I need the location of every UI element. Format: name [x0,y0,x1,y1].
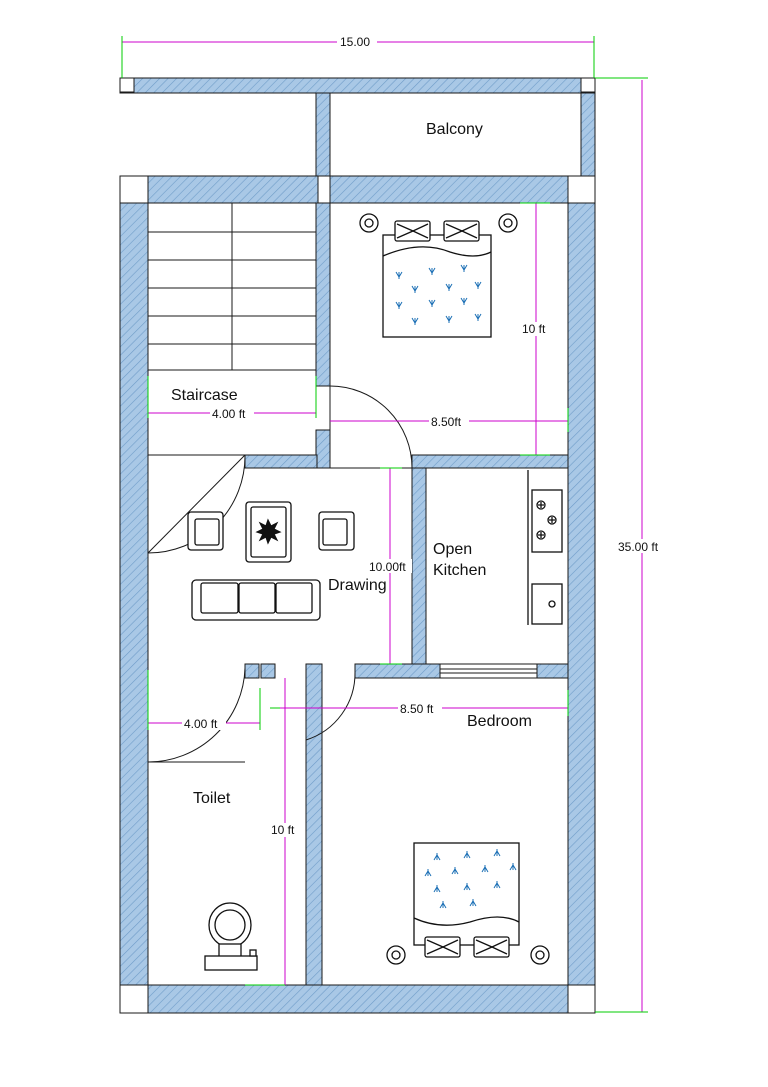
doors [147,385,413,763]
wall-kitchen-bottom [536,663,569,679]
wall-drawing-bottom-1 [244,663,260,679]
staircase [148,203,316,456]
dim-bottom-bedroom-width: 8.50 ft [400,702,434,716]
wall-toilet-bedroom [305,663,323,986]
toilet-icon [204,902,258,971]
kitchen-fixtures [527,470,563,625]
corner-post-bl [119,984,149,1014]
dim-top-bedroom-height: 10 ft [522,322,546,336]
label-balcony: Balcony [426,121,483,138]
flower-icon [255,518,282,545]
wall-drawing-top [244,454,318,469]
label-bedroom: Bedroom [467,713,532,730]
door-top-bedroom-swing [329,385,413,469]
wall-drawing-kitchen [411,467,427,665]
wall-stair-partition-low [315,429,331,469]
corner-post-ul [119,175,149,204]
dim-toilet-width: 4.00 ft [184,717,218,731]
wall-balcony-divider [315,92,331,177]
dim-top-bedroom-width: 8.50ft [431,415,462,429]
wall-drawing-bottom-2 [260,663,276,679]
dim-overall-length: 35.00 ft [618,540,659,554]
wall-outer-right [567,202,596,986]
wall-balcony-right [580,92,596,177]
wall-upper-front [147,175,319,204]
wall-balcony-top [119,77,596,94]
bed-bottom [386,842,550,965]
extension-lines [121,36,648,1013]
label-kitchen-1: Open [433,541,472,558]
bed-top [359,213,518,338]
bed-bottom-pattern [424,849,517,909]
wall-kitchen-top [411,454,569,469]
sink-icon [531,583,563,625]
drawing-furniture [187,501,355,621]
wall-upper-front-right [329,175,569,204]
dim-toilet-height: 10 ft [271,823,295,837]
label-drawing: Drawing [328,577,387,594]
wall-outer-bottom [147,984,569,1014]
label-toilet: Toilet [193,790,231,807]
label-kitchen-2: Kitchen [433,562,486,579]
door-toilet-swing [147,667,246,763]
corner-post-ur [567,175,596,204]
kitchen-window [440,668,537,674]
door-drawing [147,454,246,554]
corner-post-br [567,984,596,1014]
dim-drawing-height: 10.00ft [369,560,406,574]
label-staircase: Staircase [171,387,238,404]
wall-kitchen-bottom-window [439,663,538,679]
wall-drawing-bottom-3 [354,663,441,679]
dim-overall-width: 15.00 [340,35,370,49]
bed-top-pattern [395,264,482,325]
stove-icon [531,489,563,553]
wall-balcony-left-post [119,77,135,93]
wall-balcony-right-post [580,77,596,93]
wall-stair-partition [315,202,331,387]
wall-outer-left [119,202,149,986]
dim-staircase-width: 4.00 ft [212,407,246,421]
door-bedroom-swing [305,671,356,741]
walls [119,77,596,1014]
